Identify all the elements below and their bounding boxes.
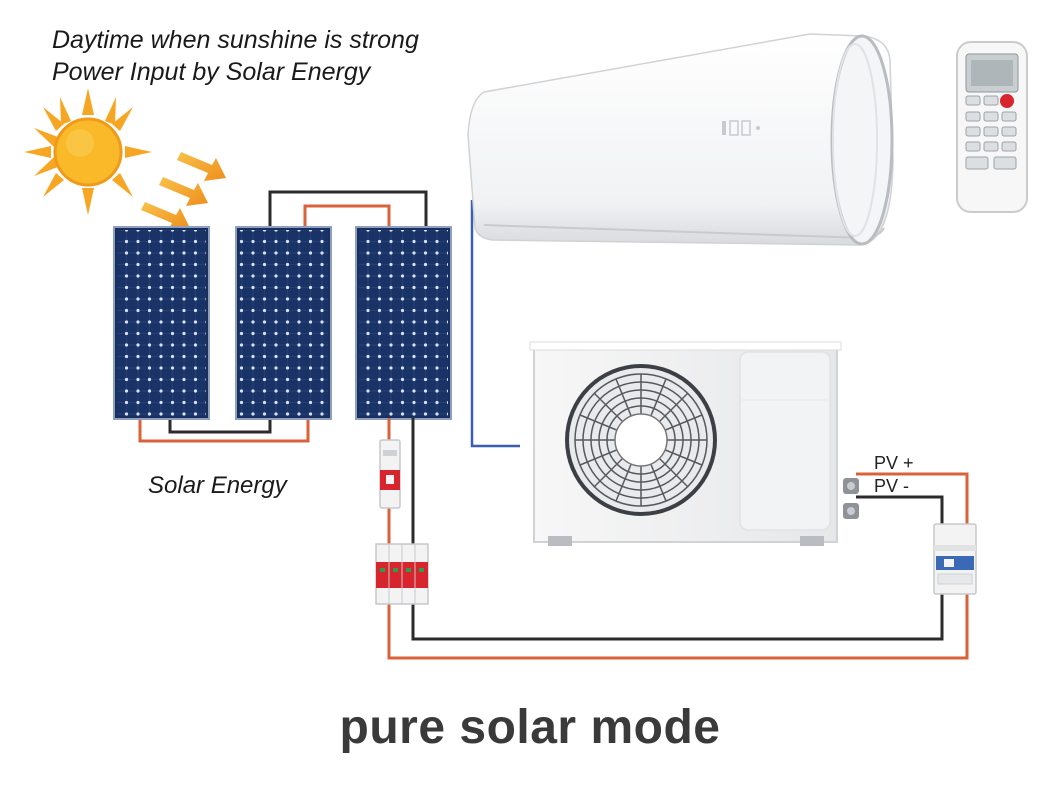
solar-panel bbox=[113, 226, 210, 420]
pv-plus-label: PV + bbox=[874, 453, 914, 473]
panel-interconnect-wires bbox=[138, 190, 428, 443]
isolator-switch bbox=[933, 523, 977, 595]
solar-panel bbox=[235, 226, 332, 420]
surge-protector bbox=[375, 543, 429, 605]
pv-minus-label: PV - bbox=[874, 476, 910, 496]
header-line-2: Power Input by Solar Energy bbox=[52, 58, 371, 86]
main-circuit-wires bbox=[387, 200, 969, 660]
sun-icon bbox=[24, 88, 152, 215]
solar-energy-label: Solar Energy bbox=[148, 472, 287, 499]
remote-control bbox=[956, 41, 1028, 213]
solar-panel bbox=[355, 226, 452, 420]
terminal-connectors bbox=[843, 478, 859, 519]
sunlight-arrows bbox=[141, 152, 226, 231]
header-line-1: Daytime when sunshine is strong bbox=[52, 26, 419, 54]
outdoor-ac-unit bbox=[529, 341, 859, 546]
mode-caption: pure solar mode bbox=[339, 701, 721, 754]
dc-breaker bbox=[379, 439, 401, 509]
indoor-ac-unit bbox=[467, 33, 894, 246]
